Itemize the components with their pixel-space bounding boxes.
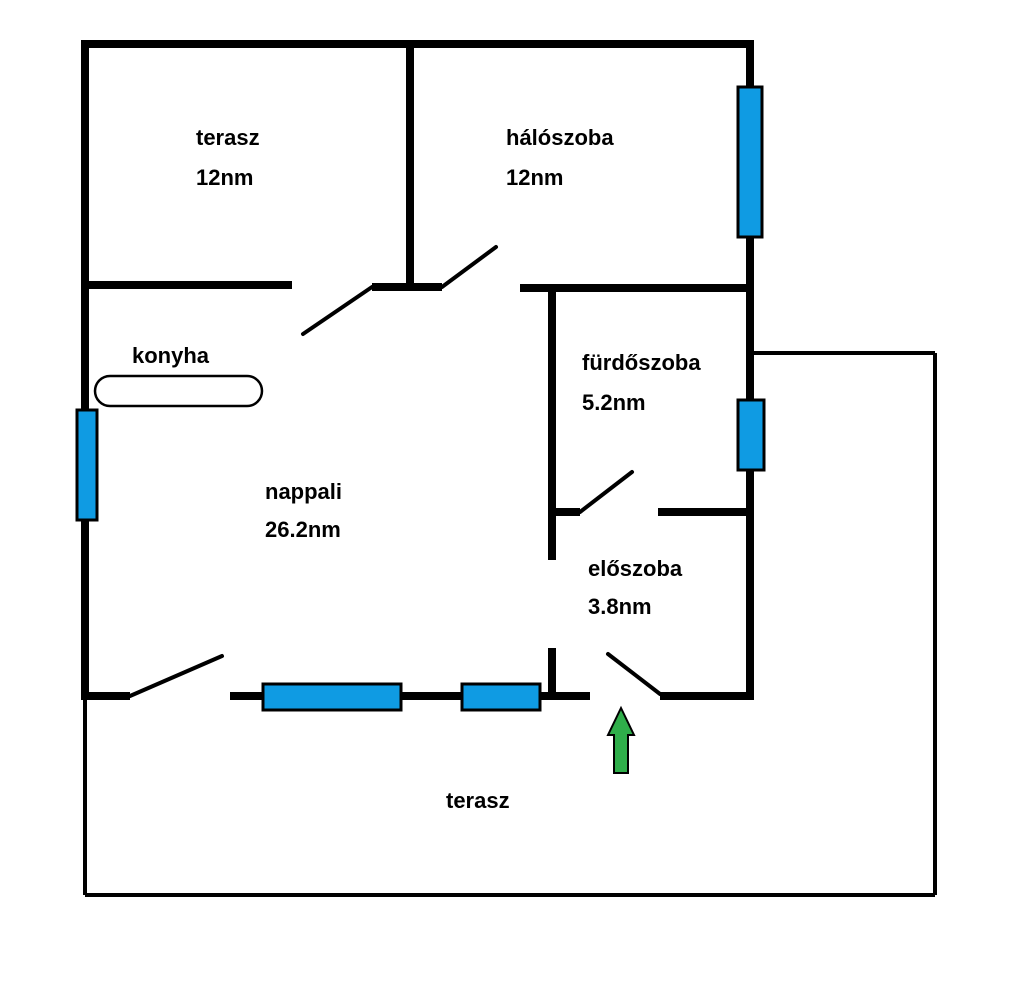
room-name-living: nappali bbox=[265, 479, 342, 504]
window-kitchen bbox=[75, 408, 99, 522]
room-area-hallway: 3.8nm bbox=[588, 594, 652, 619]
room-name-kitchen: konyha bbox=[132, 343, 210, 368]
walls bbox=[81, 40, 754, 700]
room-name-hallway: előszoba bbox=[588, 556, 683, 581]
window-bathroom bbox=[736, 398, 766, 472]
door-bathroom bbox=[578, 470, 634, 514]
room-name-top-terrace: terasz bbox=[196, 125, 260, 150]
door-bedroom bbox=[440, 245, 498, 289]
room-name-bathroom: fürdőszoba bbox=[582, 350, 701, 375]
room-area-top-terrace: 12nm bbox=[196, 165, 253, 190]
room-labels: terasz 12nm hálószoba 12nm konyha nappal… bbox=[132, 125, 701, 813]
room-name-bottom-terrace: terasz bbox=[446, 788, 510, 813]
room-name-bedroom: hálószoba bbox=[506, 125, 614, 150]
kitchen-counter-icon bbox=[93, 374, 264, 408]
entrance-arrow-icon bbox=[606, 705, 636, 774]
terrace-outline bbox=[83, 351, 937, 897]
window-living-1 bbox=[261, 682, 403, 712]
doors bbox=[128, 245, 662, 698]
room-area-bedroom: 12nm bbox=[506, 165, 563, 190]
room-area-living: 26.2nm bbox=[265, 517, 341, 542]
room-area-bathroom: 5.2nm bbox=[582, 390, 646, 415]
window-bedroom bbox=[736, 85, 764, 239]
windows bbox=[75, 85, 766, 712]
door-living-terrace bbox=[128, 654, 224, 698]
window-living-2 bbox=[460, 682, 542, 712]
door-entrance bbox=[606, 652, 662, 696]
door-terrace-living bbox=[301, 285, 374, 336]
